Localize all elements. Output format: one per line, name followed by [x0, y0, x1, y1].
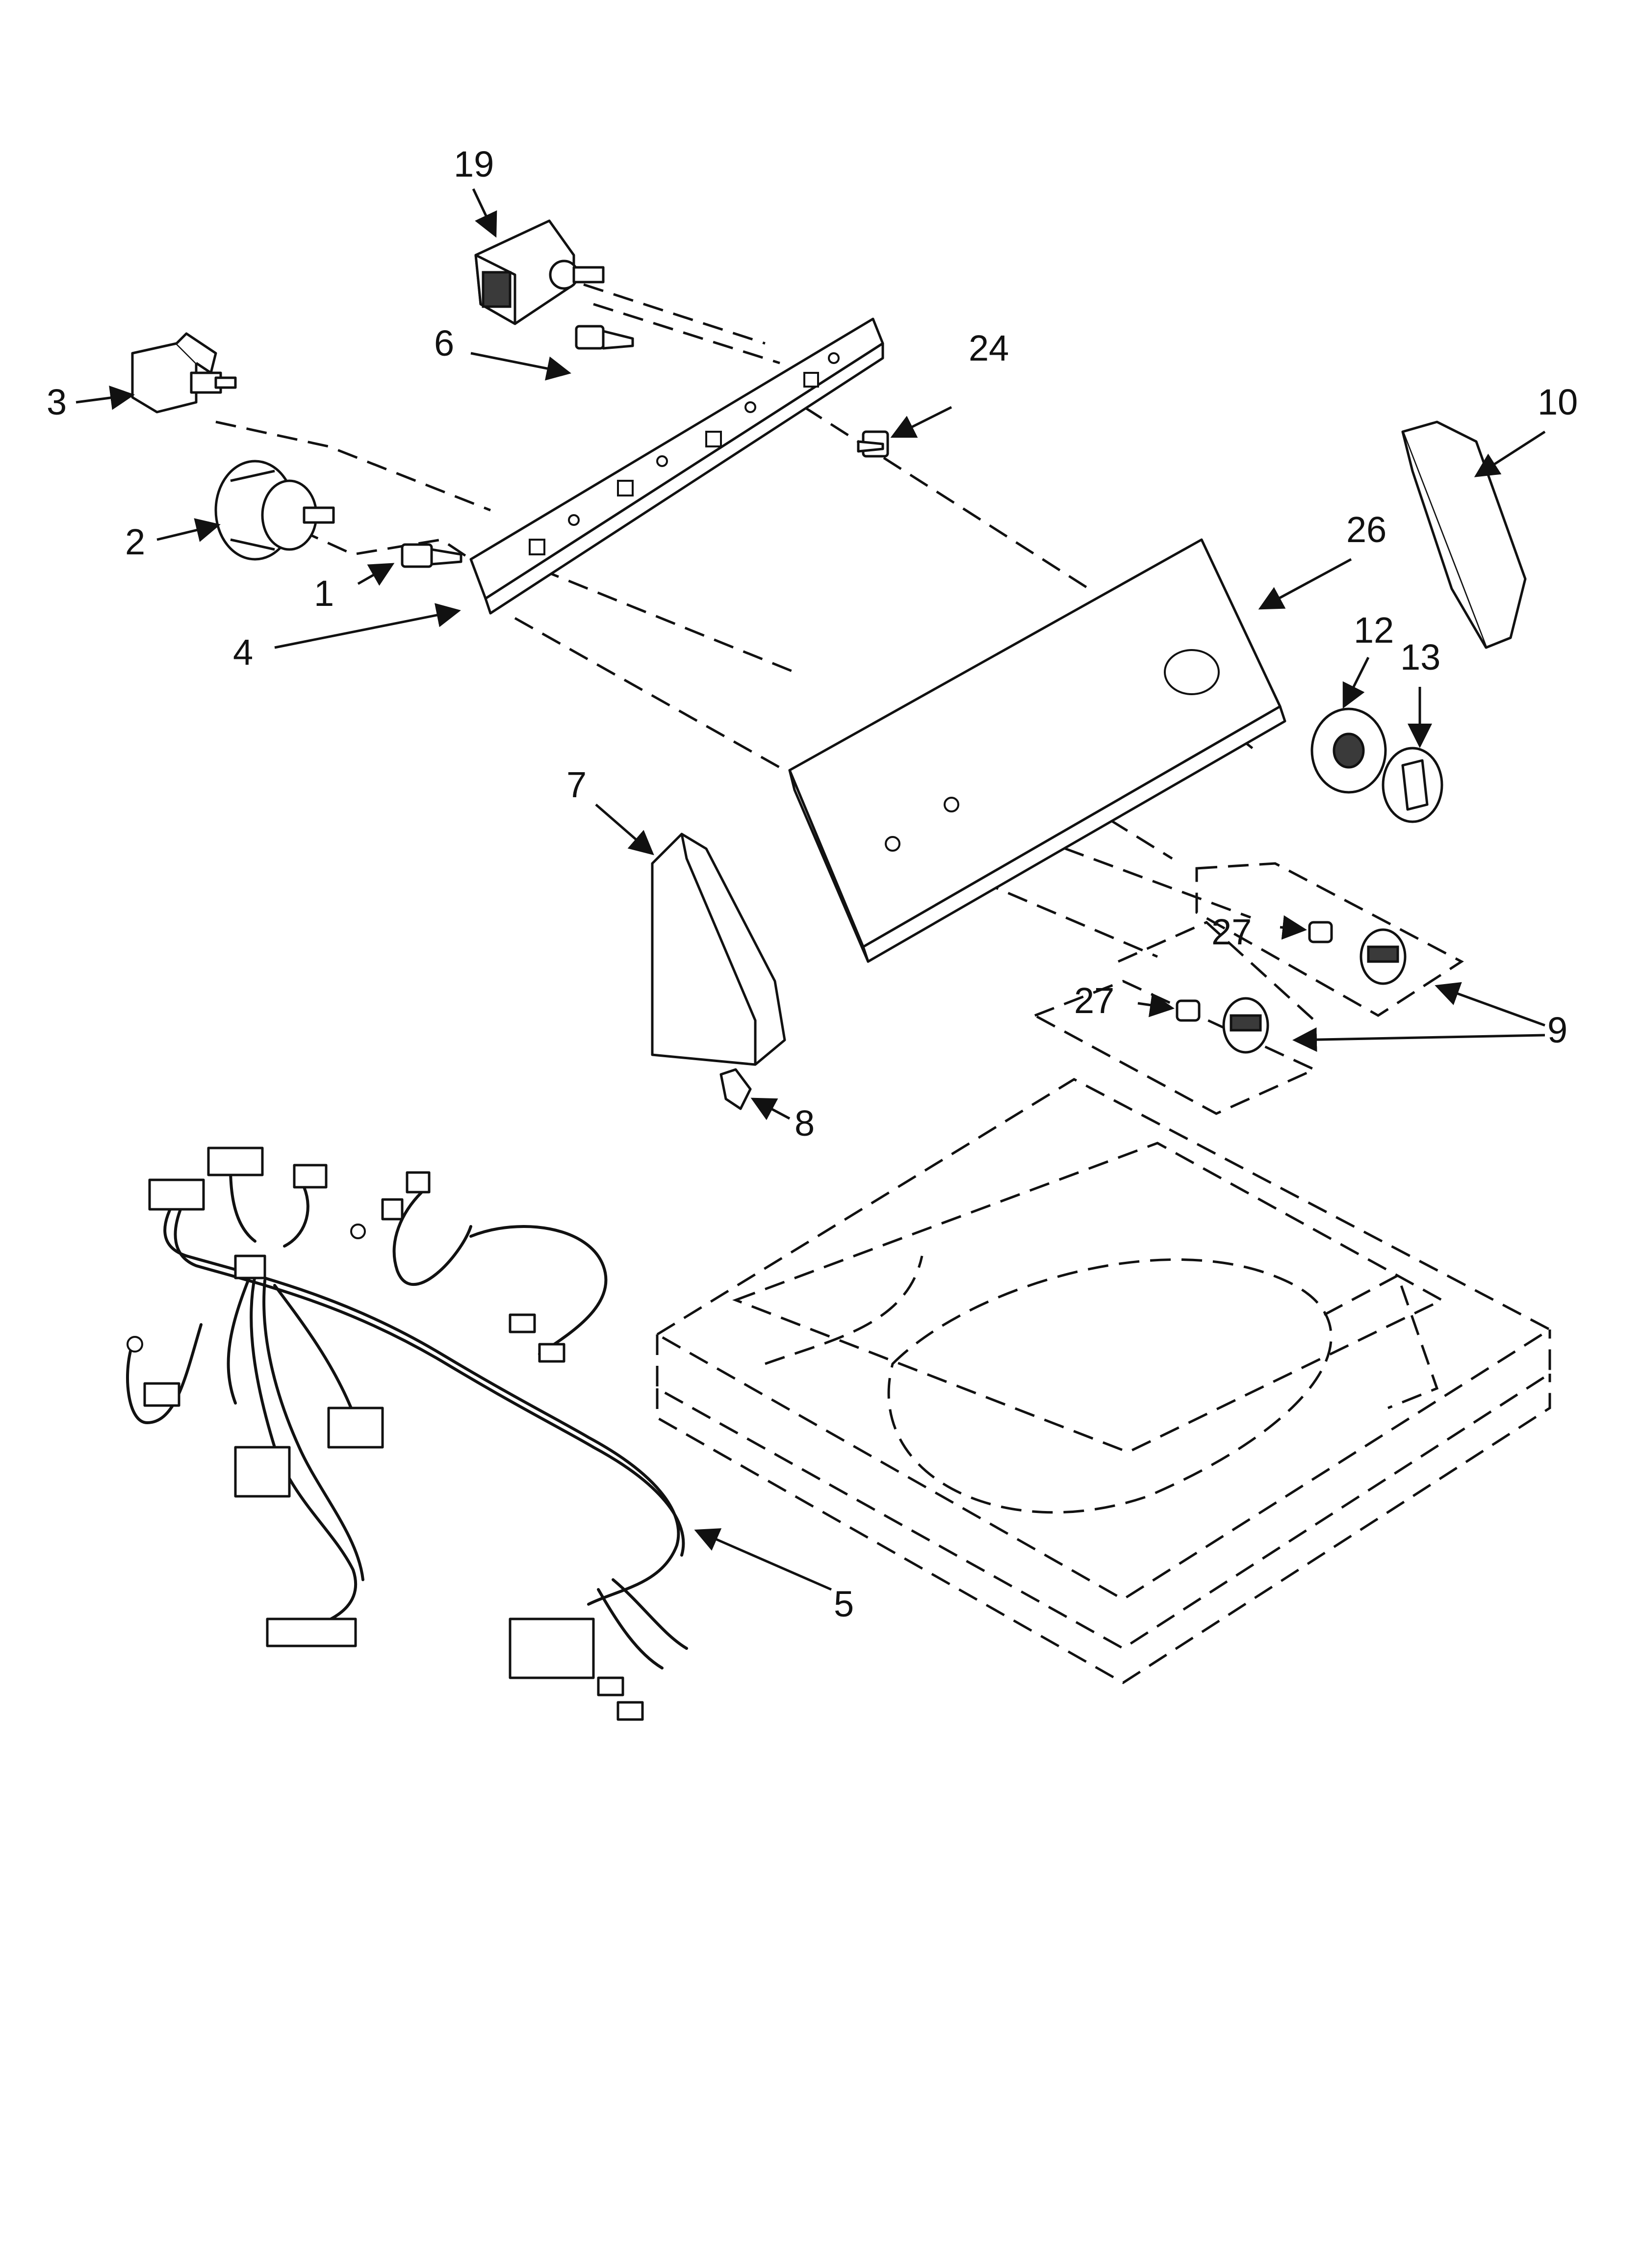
- connector-i: [234, 1446, 291, 1498]
- part-5-wire-harness: [126, 1147, 688, 1721]
- callout-27-upper: 27: [1211, 912, 1252, 952]
- callout-arrows: [76, 188, 1546, 1591]
- part-19-timer: [474, 219, 605, 325]
- part-12-skirt: [1310, 707, 1387, 794]
- connector-c: [293, 1164, 328, 1189]
- callout-24: 24: [969, 328, 1009, 368]
- part-9-knob-lower: [1222, 997, 1269, 1054]
- terminal-b: [538, 1343, 565, 1363]
- part-27-lightpipe-lower: [1176, 999, 1201, 1022]
- terminal-d: [616, 1701, 644, 1721]
- assembly-guide-lines: [215, 283, 1464, 1115]
- connector-e: [381, 1198, 404, 1221]
- callout-6: 6: [434, 323, 454, 364]
- connector-j: [266, 1617, 357, 1647]
- callout-10: 10: [1538, 382, 1578, 422]
- callout-13: 13: [1400, 637, 1440, 678]
- callout-1: 1: [314, 573, 334, 614]
- terminal-c: [597, 1676, 624, 1696]
- part-2-selector: [214, 460, 335, 561]
- connector-f: [234, 1254, 266, 1279]
- part-3-switch: [131, 332, 237, 414]
- part-8-clip: [719, 1068, 752, 1110]
- connector-h: [327, 1407, 384, 1449]
- callout-labels: 19 6 24 3 10 2 26 1 4 12 13 7 27 27 9 8 …: [47, 144, 1578, 1624]
- callout-27-lower: 27: [1074, 980, 1114, 1021]
- callout-4: 4: [233, 632, 253, 673]
- callout-2: 2: [125, 521, 145, 562]
- part-1-screw: [401, 543, 462, 568]
- part-13-knob: [1382, 747, 1443, 823]
- callout-8: 8: [795, 1103, 815, 1144]
- connector-g: [143, 1382, 180, 1407]
- cabinet-top-outline: [655, 1078, 1552, 1684]
- part-4-bracket: [469, 317, 884, 615]
- part-6-screw: [575, 325, 634, 350]
- connector-k: [509, 1617, 595, 1679]
- callout-9: 9: [1547, 1010, 1567, 1050]
- callout-19: 19: [454, 144, 494, 184]
- part-9-knob-upper: [1360, 928, 1407, 985]
- part-26-console: [788, 538, 1286, 963]
- part-27-lightpipe-upper: [1308, 921, 1333, 943]
- terminal-a: [509, 1313, 536, 1333]
- connector-d: [406, 1171, 431, 1194]
- callout-5: 5: [834, 1584, 854, 1624]
- part-10-endcap: [1401, 420, 1527, 649]
- part-24-screw: [857, 430, 889, 458]
- connector-a: [148, 1178, 205, 1211]
- connector-b: [207, 1147, 264, 1176]
- callout-26: 26: [1346, 509, 1386, 550]
- callout-12: 12: [1354, 610, 1394, 651]
- callout-7: 7: [566, 764, 587, 805]
- callout-3: 3: [47, 382, 67, 422]
- part-7-endcap: [651, 833, 786, 1066]
